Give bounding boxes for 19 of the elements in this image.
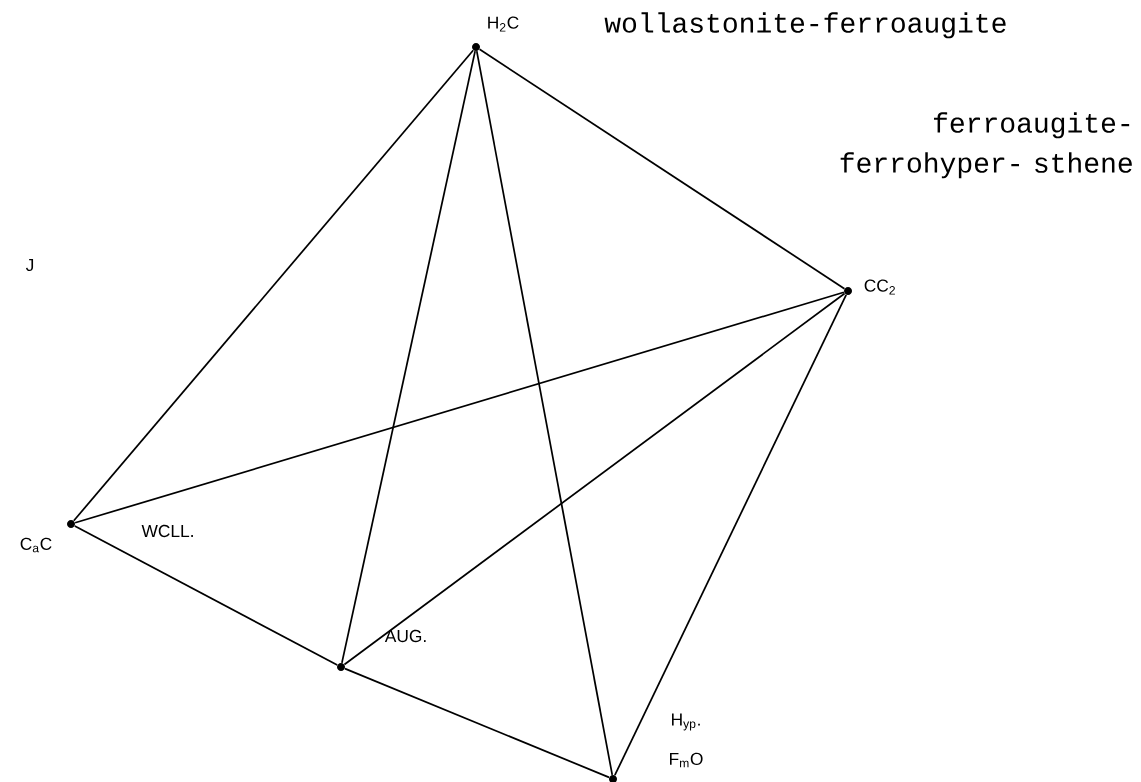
line (614, 294, 848, 777)
vertex-label: WCLL. (141, 524, 193, 538)
line (343, 292, 846, 666)
line (341, 50, 476, 664)
line (74, 291, 845, 524)
annotation: J (25, 258, 34, 272)
vertex-label: F$_{m}$O (670, 752, 703, 768)
line (73, 525, 339, 666)
vertex-label: H$_{yp}$. (672, 713, 700, 731)
line (344, 667, 610, 779)
vertex-label: CC$_{2}$ (864, 279, 895, 295)
line (475, 50, 614, 776)
line (72, 49, 475, 522)
annotation: ferroaugite-ferrohyper- sthene (840, 112, 1132, 179)
vertex-label: AUG. (384, 629, 426, 643)
vertex-label: C$_{a}$C (20, 537, 52, 553)
line (478, 48, 846, 290)
annotation: wollastonite-ferroaugite (604, 12, 1006, 39)
vertex-label: H$_{2}$C (488, 16, 519, 32)
